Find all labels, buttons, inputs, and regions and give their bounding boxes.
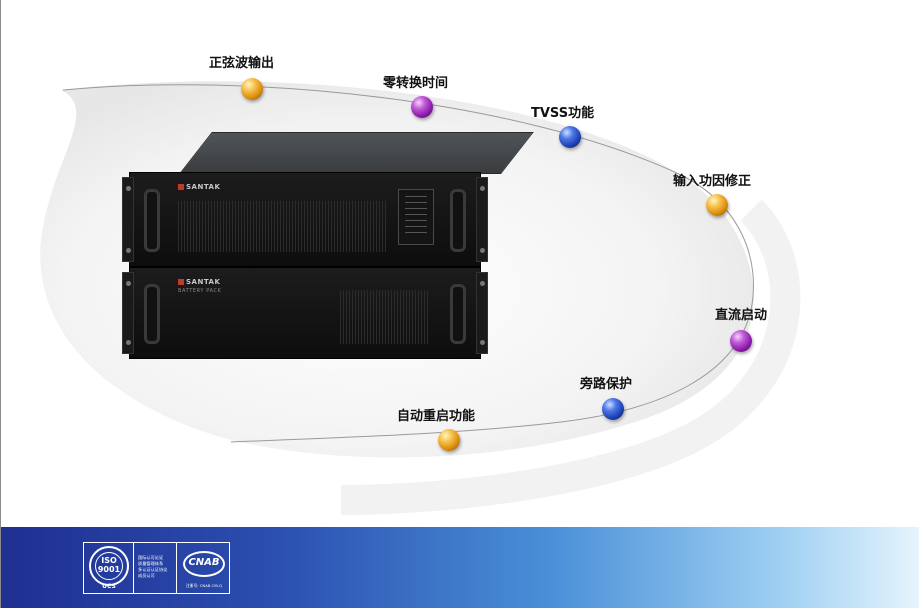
iso-number: 9001 <box>97 565 121 574</box>
ups-vent-grille <box>178 201 388 252</box>
ups-top-face <box>179 132 534 174</box>
feature-dot-tvss <box>559 126 581 148</box>
footer-band: ISO 9001 UCS 国际认可论证 质量管理体系 多认证认证协议 成员认可 … <box>1 527 919 608</box>
orbit-right-bulge <box>340 199 801 515</box>
feature-dot-dc-start <box>730 330 752 352</box>
handle-left <box>144 284 160 344</box>
feature-label-zero-transfer: 零转换时间 <box>383 76 449 91</box>
feature-label-sine-wave: 正弦波输出 <box>209 56 275 71</box>
feature-label-bypass: 旁路保护 <box>580 377 633 392</box>
ups-product-image: SANTAK SANTAK BATTERY PACK <box>119 132 534 362</box>
cnab-registration: 注册号: CNAB CM-Q <box>185 583 223 588</box>
iso-9001-badge: ISO 9001 UCS <box>84 543 134 593</box>
handle-right <box>450 284 466 344</box>
ups-brand-logo: SANTAK <box>178 183 220 191</box>
feature-label-auto-restart: 自动重启功能 <box>397 409 476 424</box>
battery-pack-label: BATTERY PACK <box>178 288 222 294</box>
feature-label-tvss: TVSS功能 <box>531 106 595 121</box>
feature-dot-zero-transfer <box>411 96 433 118</box>
cnab-oval-icon <box>183 551 225 577</box>
feature-dot-sine-wave <box>241 78 263 100</box>
feature-dot-auto-restart <box>438 429 460 451</box>
cert-line-3: 多认证认证协议 <box>138 567 168 572</box>
feature-label-dc-start: 直流启动 <box>715 308 768 323</box>
rack-ear-right <box>476 272 488 354</box>
iso-label: ISO <box>101 556 117 565</box>
iso-ring-icon <box>89 546 129 586</box>
cert-line-1: 国际认可论证 <box>138 555 164 560</box>
rack-ear-left <box>122 272 134 354</box>
cert-line-4: 成员认可 <box>138 573 155 578</box>
feature-label-pfc: 输入功因修正 <box>673 174 752 189</box>
battery-vent-grille <box>340 290 430 344</box>
rack-ear-right <box>476 177 488 262</box>
battery-brand-logo: SANTAK <box>178 278 220 286</box>
ups-main-unit: SANTAK <box>122 172 488 267</box>
ups-control-panel <box>398 189 434 245</box>
certification-text: 国际认可论证 质量管理体系 多认证认证协议 成员认可 <box>135 543 177 593</box>
feature-dot-bypass <box>602 398 624 420</box>
iso-ucs-label: UCS <box>102 583 116 590</box>
orbit-line-bottom <box>230 309 752 443</box>
ups-battery-pack: SANTAK BATTERY PACK <box>122 267 488 359</box>
certification-box: ISO 9001 UCS 国际认可论证 质量管理体系 多认证认证协议 成员认可 … <box>83 542 230 594</box>
handle-right <box>450 189 466 252</box>
handle-left <box>144 189 160 252</box>
cert-line-2: 质量管理体系 <box>138 561 164 566</box>
rack-ear-left <box>122 177 134 262</box>
feature-dot-pfc <box>706 194 728 216</box>
cnab-badge: CNAB 注册号: CNAB CM-Q <box>178 543 230 593</box>
cnab-logo: CNAB <box>188 557 220 568</box>
